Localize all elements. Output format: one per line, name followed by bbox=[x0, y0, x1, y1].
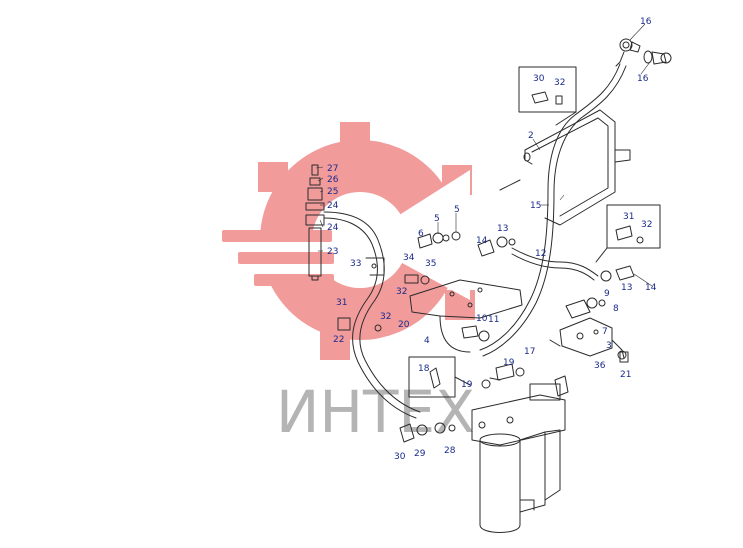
part-labels: 16 16 30 32 2 15 27 26 25 24 24 23 5 5 6… bbox=[327, 17, 657, 462]
label-24-bottom: 24 bbox=[327, 223, 339, 233]
label-20: 20 bbox=[398, 320, 410, 330]
label-9: 9 bbox=[604, 289, 610, 299]
label-6: 6 bbox=[418, 229, 424, 239]
fuel-filter-assembly bbox=[471, 375, 569, 533]
label-22: 22 bbox=[333, 335, 344, 345]
label-18: 18 bbox=[418, 364, 430, 374]
label-29: 29 bbox=[414, 449, 426, 459]
hose-15 bbox=[479, 63, 621, 351]
label-32-mid: 32 bbox=[396, 287, 407, 297]
label-5-left: 5 bbox=[434, 214, 440, 224]
label-15: 15 bbox=[530, 201, 541, 211]
label-5-right: 5 bbox=[454, 205, 460, 215]
label-12: 12 bbox=[535, 249, 546, 259]
label-19-right: 19 bbox=[503, 358, 515, 368]
label-7: 7 bbox=[602, 327, 608, 337]
label-19-left: 19 bbox=[461, 380, 473, 390]
label-16-top: 16 bbox=[640, 17, 652, 27]
watermark-gear-logo bbox=[222, 122, 475, 360]
label-8: 8 bbox=[613, 304, 619, 314]
label-2: 2 bbox=[528, 131, 534, 141]
plate-20 bbox=[409, 279, 523, 319]
label-16-right: 16 bbox=[637, 74, 649, 84]
label-3: 3 bbox=[606, 341, 612, 351]
label-11: 11 bbox=[488, 315, 499, 325]
leader-lines bbox=[315, 23, 653, 287]
label-10: 10 bbox=[476, 314, 488, 324]
diagram-lines bbox=[305, 38, 672, 533]
label-14-upper: 14 bbox=[476, 236, 488, 246]
fitting-16-group bbox=[615, 38, 672, 67]
label-28: 28 bbox=[444, 446, 456, 456]
bracket-2 bbox=[499, 109, 631, 226]
label-32-inset: 32 bbox=[554, 78, 565, 88]
label-26: 26 bbox=[327, 175, 339, 185]
label-17: 17 bbox=[524, 347, 535, 357]
hose-4 bbox=[439, 315, 471, 353]
label-31-right: 31 bbox=[623, 212, 634, 222]
label-35: 35 bbox=[425, 259, 436, 269]
label-36: 36 bbox=[594, 361, 606, 371]
watermark-text: ИНТЕХ bbox=[276, 378, 475, 446]
label-33: 33 bbox=[350, 259, 361, 269]
label-23: 23 bbox=[327, 247, 338, 257]
label-13-right: 13 bbox=[621, 283, 632, 293]
label-14-right: 14 bbox=[645, 283, 657, 293]
bracket-36 bbox=[549, 317, 627, 360]
label-25: 25 bbox=[327, 187, 338, 197]
label-21: 21 bbox=[620, 370, 631, 380]
label-4: 4 bbox=[424, 336, 430, 346]
label-27: 27 bbox=[327, 164, 338, 174]
label-24-top: 24 bbox=[327, 201, 339, 211]
label-32-right: 32 bbox=[641, 220, 652, 230]
inset-box-30-32 bbox=[518, 66, 577, 113]
label-13-upper: 13 bbox=[497, 224, 508, 234]
label-30-inset: 30 bbox=[533, 74, 545, 84]
label-31-left: 31 bbox=[336, 298, 347, 308]
inset-box-31-32 bbox=[606, 204, 661, 249]
label-30-bottom: 30 bbox=[394, 452, 406, 462]
label-32-left: 32 bbox=[380, 312, 391, 322]
valve-stack bbox=[305, 164, 325, 281]
hose-22 bbox=[323, 211, 421, 413]
label-34: 34 bbox=[403, 253, 415, 263]
